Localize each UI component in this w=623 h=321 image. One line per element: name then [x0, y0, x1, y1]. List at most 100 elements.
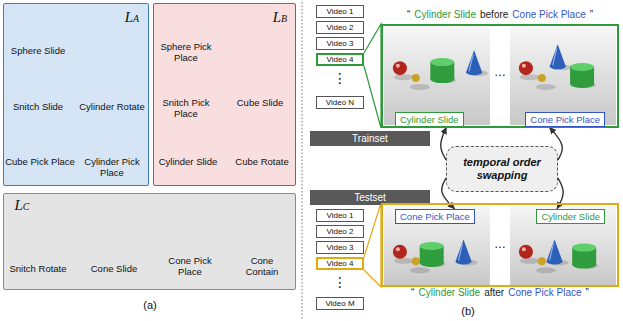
cone-highlight — [550, 243, 554, 260]
red-sphere — [393, 61, 407, 75]
cone-highlight — [553, 48, 557, 65]
action-label: Cone Contain — [235, 256, 289, 278]
gold-sphere — [538, 257, 546, 265]
set-name: LC — [14, 198, 29, 213]
quote-text: “ — [411, 287, 414, 299]
video-text: Video 3 — [327, 243, 354, 252]
gold-sphere — [538, 74, 546, 82]
quote-text: ” — [590, 9, 593, 21]
video-box: Video 1 — [316, 5, 364, 18]
object-shadow — [520, 258, 540, 264]
quote-line: “ Cylinder Slide before Cone Pick Place ” — [363, 9, 623, 21]
video-box: Video 2 — [316, 21, 364, 34]
action-label: Cone Slide — [91, 264, 137, 275]
red-sphere — [519, 245, 533, 259]
video-text: Video 3 — [327, 39, 354, 48]
video-box: Video 4 — [316, 53, 364, 66]
cylinder-base — [572, 261, 596, 269]
gold-sphere — [412, 74, 420, 82]
video-text: Video 1 — [327, 7, 354, 16]
action-label: Cube Rotate — [235, 157, 288, 168]
ellipsis: … — [494, 238, 506, 250]
action-label: Sphere Slide — [11, 46, 65, 57]
action-label: Snitch Pick Place — [157, 98, 215, 120]
set-panel: LC Snitch Rotate Cone Slide Cone Pick Place… — [3, 193, 296, 290]
object-shadow — [394, 74, 414, 80]
ellipsis: ⋮ — [333, 275, 347, 289]
action-label: Cylinder Slide — [159, 157, 218, 168]
action-label: Cube Pick Place — [5, 157, 75, 168]
cylinder-cap — [570, 63, 594, 71]
zoom-connector — [364, 24, 381, 128]
ellipsis: ⋮ — [333, 71, 347, 85]
panel-caption: (b) — [461, 306, 474, 317]
quote-text: “ — [407, 9, 410, 21]
scene-floor — [384, 27, 490, 125]
video-text: Video 2 — [327, 23, 354, 32]
video-text: Video 4 — [327, 259, 354, 268]
set-name: LA — [125, 10, 139, 25]
action-label: Cone Pick Place — [162, 256, 218, 278]
split-bar: Trainset — [310, 131, 430, 146]
tag-text: Cylinder Slide — [541, 211, 600, 222]
object-shadow — [536, 267, 556, 273]
bar-text: Testset — [354, 192, 386, 203]
swap-text: temporal order swapping — [455, 156, 549, 182]
quote-text: Cylinder Slide — [418, 287, 480, 299]
object-shadow — [410, 84, 430, 90]
video-text: Video 1 — [327, 211, 354, 220]
sphere-highlight — [396, 247, 400, 251]
bar-text: Trainset — [352, 133, 388, 144]
video-text: Video N — [326, 98, 354, 107]
action-label: Sphere Pick Place — [157, 42, 215, 64]
object-shadow — [536, 84, 556, 90]
gold-sphere — [412, 257, 420, 265]
quote-text: after — [484, 287, 504, 299]
video-box: Video M — [316, 297, 364, 310]
object-shadow — [410, 267, 430, 273]
video-box: Video 2 — [316, 225, 364, 238]
quote-line: “ Cylinder Slide after Cone Pick Place ” — [363, 287, 623, 299]
sphere-highlight — [522, 64, 526, 68]
video-box: Video 4 — [316, 257, 364, 270]
red-sphere — [393, 245, 407, 259]
quote-text: Cylinder Slide — [414, 9, 476, 21]
set-panel: LASphere SlideSnitch SlideCylinder Rotat… — [3, 3, 149, 186]
scene-floor — [384, 206, 490, 285]
video-text: Video 4 — [327, 55, 354, 64]
event-tag: Cone Pick Place — [525, 112, 605, 127]
cylinder-cap — [430, 58, 454, 66]
video-box: Video 1 — [316, 209, 364, 222]
object-shadow — [520, 74, 540, 80]
video-text: Video 2 — [327, 227, 354, 236]
swap-box: temporal order swapping — [446, 146, 558, 192]
ellipsis: … — [494, 66, 506, 78]
quote-text: ” — [586, 287, 589, 299]
cylinder-base — [570, 80, 594, 88]
blue-cone — [456, 239, 472, 264]
quote-text: before — [480, 9, 508, 21]
blue-cone — [466, 50, 482, 75]
tag-text: Cone Pick Place — [530, 114, 600, 125]
zoom-connector — [364, 203, 381, 287]
blue-cone — [550, 44, 566, 69]
cylinder-cap — [572, 244, 596, 252]
cone-highlight — [469, 54, 473, 71]
cylinder-base — [420, 259, 444, 267]
blue-cone — [547, 239, 563, 264]
video-box: Video N — [316, 96, 364, 109]
scene-group — [384, 27, 616, 285]
scene-floor — [510, 206, 616, 285]
cone-highlight — [459, 243, 463, 260]
quote-text: Cone Pick Place — [512, 9, 585, 21]
quote-text: Cone Pick Place — [508, 287, 581, 299]
action-label: Snitch Rotate — [9, 264, 66, 275]
tag-text: Cylinder Slide — [400, 114, 459, 125]
action-label: Snitch Slide — [13, 102, 63, 113]
panel-separator — [302, 2, 303, 319]
action-label: Cube Slide — [237, 98, 283, 109]
panel-caption: (a) — [143, 300, 156, 311]
sphere-highlight — [396, 64, 400, 68]
action-label: Cylinder Pick Place — [76, 157, 148, 179]
